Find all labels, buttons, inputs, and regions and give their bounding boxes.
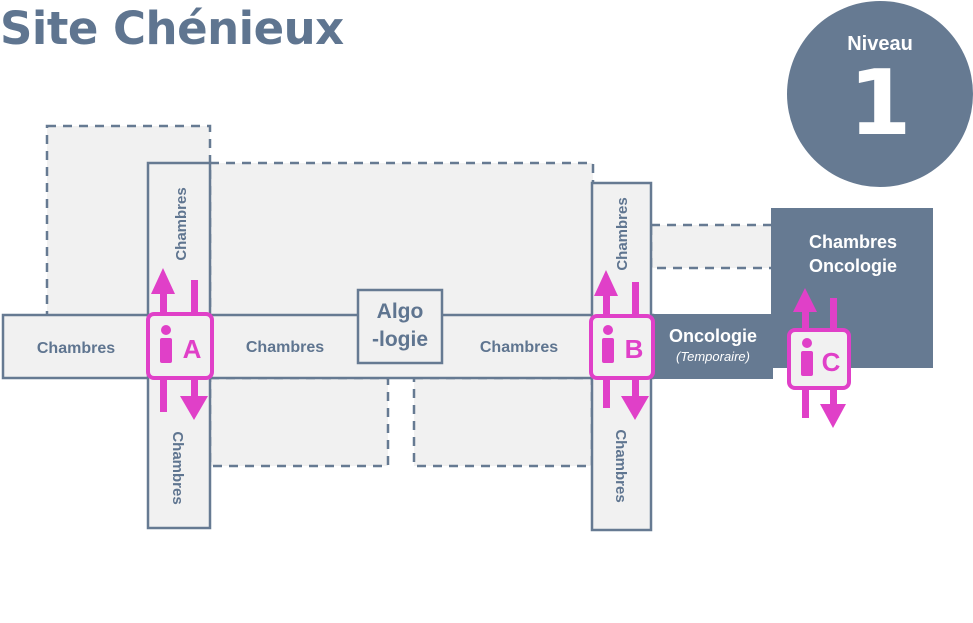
label-chambres-col-b-bottom: Chambres	[612, 429, 629, 502]
elevator-b[interactable]: B	[589, 270, 655, 420]
algologie-room	[356, 288, 444, 365]
label-chambres-center-left: Chambres	[246, 339, 324, 356]
label-algologie-1: Algo	[377, 300, 424, 323]
label-chambres-oncologie-2: Oncologie	[809, 256, 897, 276]
label-chambres-col-a-bottom: Chambres	[169, 431, 186, 504]
label-chambres-oncologie-1: Chambres	[809, 232, 897, 252]
page-title: Site Chénieux	[0, 2, 344, 55]
up-down-arrows-icon	[151, 268, 208, 420]
zone-dashed-connector	[649, 223, 775, 270]
label-temporaire: (Temporaire)	[676, 349, 750, 364]
label-chambres-col-a-top: Chambres	[173, 187, 190, 260]
person-icon	[160, 325, 172, 363]
elevator-label-a: A	[183, 334, 202, 364]
elevator-a[interactable]: A	[146, 268, 214, 420]
oncology-temporary-block	[651, 314, 773, 379]
label-chambres-left: Chambres	[37, 340, 115, 357]
level-badge: Niveau 1	[787, 1, 973, 187]
label-algologie-2: -logie	[372, 328, 428, 351]
up-down-arrows-icon	[594, 270, 649, 420]
label-oncologie: Oncologie	[669, 326, 757, 346]
elevator-c[interactable]: C	[787, 288, 851, 428]
level-label: Niveau	[847, 33, 913, 55]
person-icon	[602, 325, 614, 363]
label-chambres-col-b-top: Chambres	[614, 197, 631, 270]
label-chambres-center-right: Chambres	[480, 339, 558, 356]
zone-dashed-center-bottom-right	[412, 376, 594, 468]
elevator-label-c: C	[822, 347, 841, 377]
zone-dashed-center-bottom-left	[208, 376, 390, 468]
person-icon	[801, 338, 813, 376]
up-down-arrows-icon	[793, 288, 846, 428]
level-number: 1	[848, 51, 912, 156]
elevator-label-b: B	[625, 334, 644, 364]
